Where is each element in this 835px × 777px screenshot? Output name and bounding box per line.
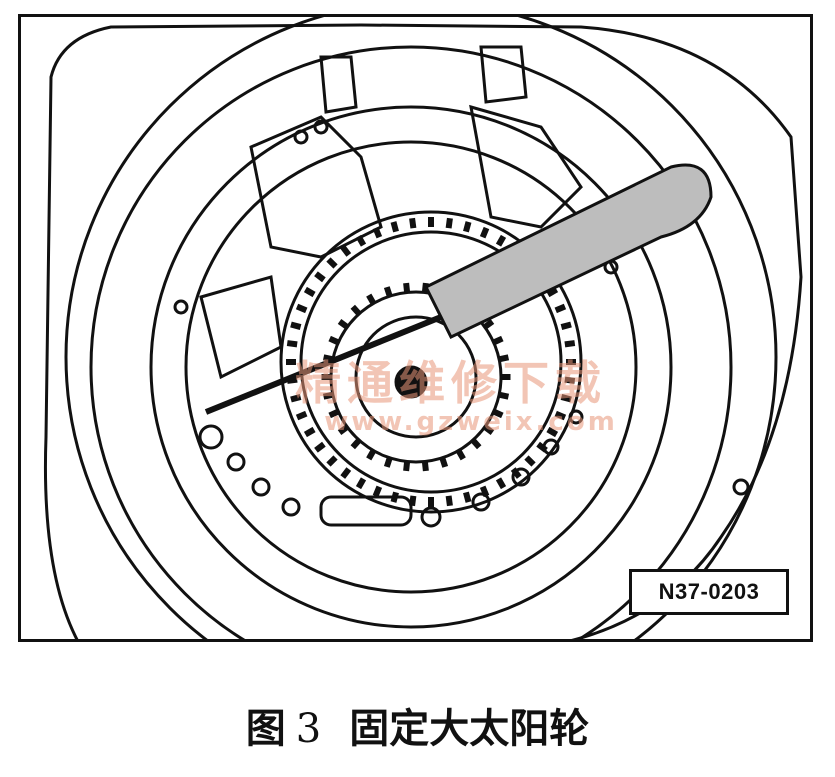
gear-tooth [372,485,383,498]
sun-gear [329,290,503,464]
gear-tooth [403,282,411,293]
gear-tooth [560,394,572,403]
housing-inner-ring [89,45,733,639]
gear-tooth [428,497,434,507]
gear-tooth [445,495,453,507]
gear-tooth [328,335,340,345]
gear-tooth [470,438,482,450]
gear-tooth [295,303,308,314]
gear-tooth [337,424,349,435]
gear-tooth [421,461,429,472]
gear-tooth [463,221,472,233]
gear-tooth [564,376,576,384]
caption-text: 固定大太阳轮 [349,706,590,752]
gear-tooth [403,461,411,472]
gear-tooth [383,286,393,297]
watermark-url: www.gzweix.com [324,407,618,437]
gear-tooth [510,467,522,479]
gear-tooth [303,286,316,298]
gear-tooth [314,271,326,283]
gear-tooth [499,354,510,363]
gear-tooth [286,340,298,348]
gear-tooth [337,319,349,330]
hub [394,365,428,399]
gear-tooth [350,304,362,316]
watermark: 精通维修下载 [295,356,607,410]
caption-label: 图 [245,706,286,752]
gear-tooth [428,217,434,227]
gear-tooth [524,455,536,467]
gear-tooth [495,234,507,247]
figure-reference-code: N37-0203 [629,569,789,615]
gear-tooth [501,374,511,380]
gear-tooth [495,477,507,490]
gear-tooth [566,359,576,365]
gear-tooth [366,449,376,461]
gear-tooth [383,457,393,468]
gear-tooth [314,441,326,453]
gear-tooth [340,245,352,257]
gear-tooth [483,424,495,435]
gear-tooth [479,485,490,498]
gear-tooth [366,293,376,305]
gear-tooth [295,410,308,421]
gear-tooth [560,321,572,330]
gear-tooth [355,477,367,490]
gear-tooth [564,340,576,348]
gear-tooth [409,495,417,507]
gear-tooth [326,257,338,269]
gear-tooth [286,359,296,365]
gear-tooth [340,467,352,479]
housing-outer-ring [64,17,778,639]
transmission-illustration [43,17,803,639]
gear-tooth [554,303,567,314]
gear-tooth [554,410,567,421]
gear-tooth [546,426,559,438]
screwdriver [204,163,713,415]
gear-tooth [372,226,383,239]
figure-frame: N37-0203 精通维修下载 www.gzweix.com [18,14,813,642]
caption-number: 3 [295,706,322,752]
flange-ring-outer [149,105,673,629]
gear-tooth [328,409,340,419]
gear-tooth [321,374,331,380]
gear-tooth [492,409,504,419]
gear-tooth [546,286,559,298]
gear-tooth [290,321,302,330]
gear-tooth [483,319,495,330]
gear-tooth [479,226,490,239]
gear-tooth [350,438,362,450]
gear-tooth [499,391,510,400]
gear-tooth [409,217,417,229]
ring-gear-inner [299,230,563,494]
gear-tooth [445,217,453,229]
gear-tooth [456,449,466,461]
gear-tooth [322,391,333,400]
sun-gear-inner [354,315,478,439]
gear-tooth [390,221,399,233]
gear-tooth [492,335,504,345]
housing-outline [43,23,803,639]
ring-gear [279,210,583,514]
flange-ring-inner [184,140,638,594]
gear-tooth [326,455,338,467]
gear-tooth [390,491,399,503]
gear-tooth [355,234,367,247]
gear-tooth [303,426,316,438]
gear-tooth [290,394,302,403]
gear-tooth [463,491,472,503]
gear-tooth [439,457,449,468]
